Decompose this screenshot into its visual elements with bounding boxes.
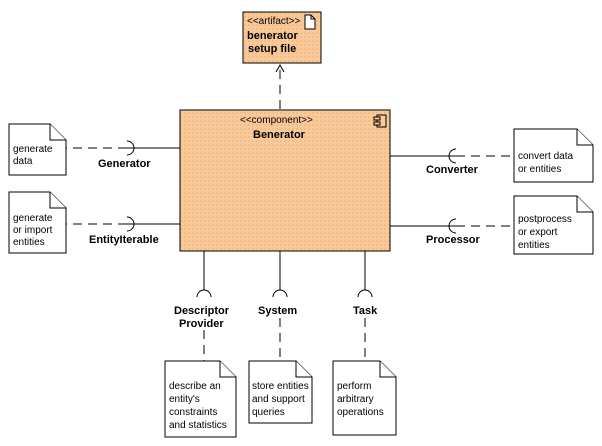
note-perform: perform arbitrary operations — [332, 360, 397, 436]
note-convert: convert data or entities — [513, 128, 594, 183]
converter-interface: Converter — [390, 148, 514, 176]
note-perform-line-3: operations — [337, 407, 384, 418]
descriptor-provider-label-2: Provider — [179, 318, 224, 330]
note-generate-data-line-2: data — [13, 156, 33, 167]
converter-label: Converter — [426, 164, 479, 176]
artifact-stereotype: <<artifact>> — [247, 16, 301, 27]
component-name: Benerator — [253, 129, 306, 141]
note-store-line-3: queries — [252, 407, 285, 418]
note-postprocess: postprocess or export entities — [513, 195, 594, 255]
note-generate-import-line-2: or import — [13, 225, 53, 236]
descriptor-provider-interface: Descriptor Provider — [174, 251, 230, 361]
artifact-name-line-2: setup file — [248, 43, 296, 55]
entity-iterable-label: EntityIterable — [89, 234, 159, 246]
note-convert-line-2: or entities — [518, 164, 561, 175]
note-generate-import-line-1: generate — [13, 213, 53, 224]
entity-iterable-interface: EntityIterable — [66, 216, 180, 246]
system-label: System — [258, 305, 297, 317]
note-generate-data: generate data — [8, 123, 67, 176]
note-perform-line-2: arbitrary — [337, 394, 374, 405]
artifact-dependency — [275, 63, 285, 109]
note-store-line-1: store entities — [252, 381, 309, 392]
generator-label: Generator — [98, 158, 151, 170]
note-describe-line-1: describe an — [169, 381, 221, 392]
note-postprocess-line-2: or export — [518, 227, 558, 238]
processor-label: Processor — [426, 234, 481, 246]
system-interface: System — [258, 251, 297, 361]
note-generate-import-line-3: entities — [13, 237, 45, 248]
task-interface: Task — [353, 251, 378, 361]
descriptor-provider-label-1: Descriptor — [174, 305, 230, 317]
artifact-box: <<artifact>> benerator setup file — [242, 11, 322, 64]
note-postprocess-line-1: postprocess — [518, 214, 572, 225]
note-describe-line-4: and statistics — [169, 420, 227, 431]
note-generate-import: generate or import entities — [8, 191, 67, 254]
generator-interface: Generator — [66, 140, 180, 170]
component-stereotype: <<component>> — [240, 115, 313, 126]
benerator-component: <<component>> Benerator — [179, 109, 391, 252]
note-generate-data-line-1: generate — [13, 144, 53, 155]
note-describe: describe an entity's constraints and sta… — [164, 360, 237, 438]
task-label: Task — [353, 305, 378, 317]
document-icon — [304, 14, 316, 30]
component-icon — [373, 114, 387, 128]
note-convert-line-1: convert data — [518, 151, 573, 162]
note-describe-line-3: constraints — [169, 407, 217, 418]
note-perform-line-1: perform — [337, 381, 371, 392]
note-store-line-2: and support — [252, 394, 305, 405]
processor-interface: Processor — [390, 218, 514, 246]
note-store: store entities and support queries — [248, 360, 313, 424]
note-describe-line-2: entity's — [169, 394, 200, 405]
note-postprocess-line-3: entities — [518, 240, 550, 251]
artifact-name-line-1: benerator — [247, 30, 298, 42]
